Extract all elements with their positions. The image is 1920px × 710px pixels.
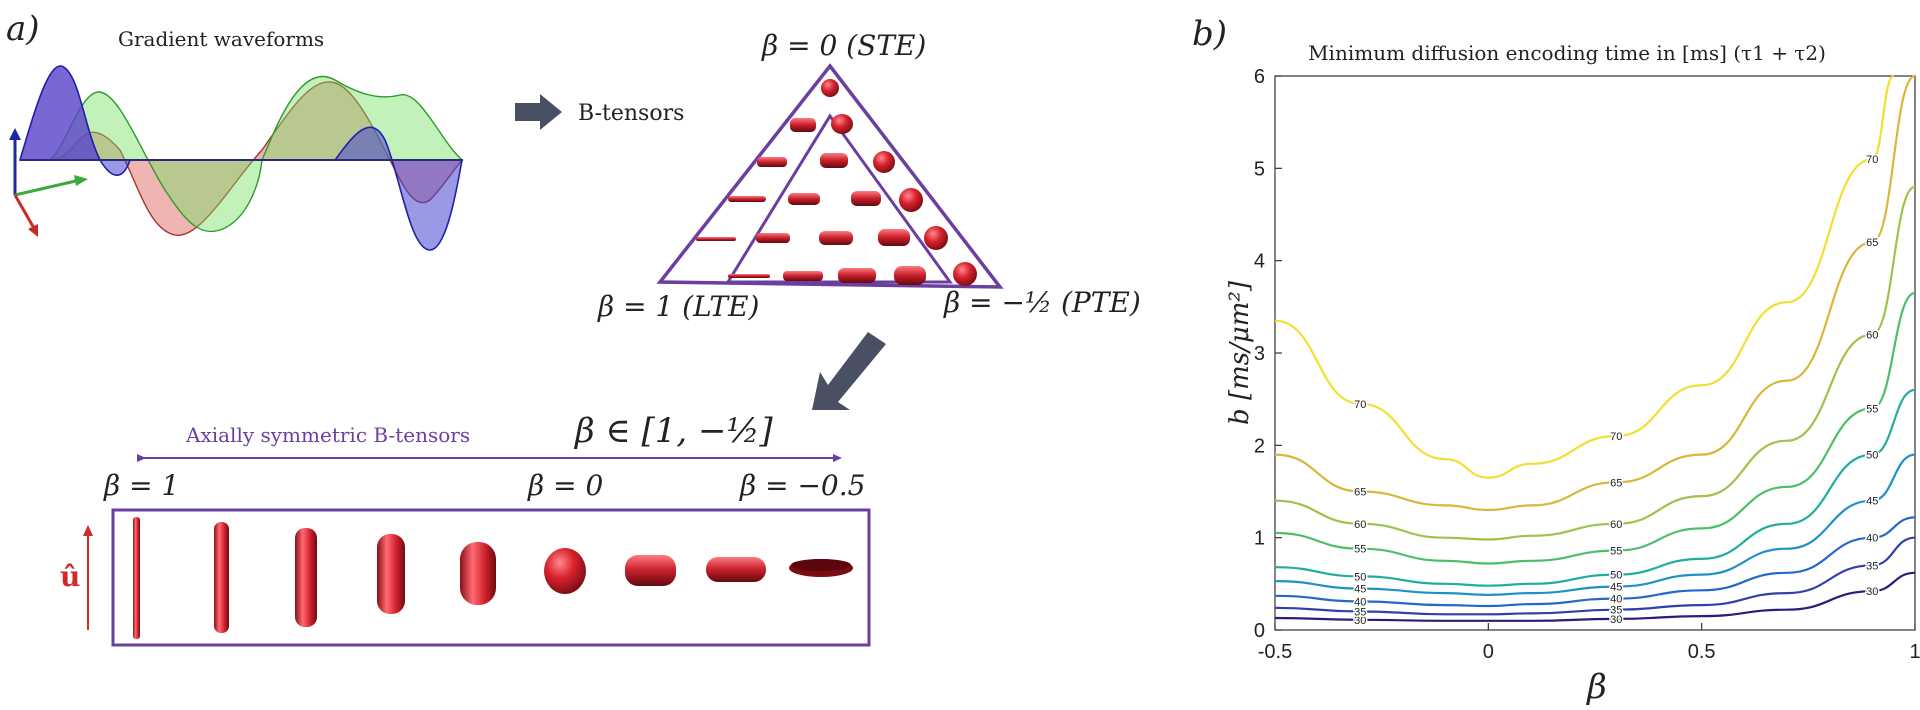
contour-line-65	[1274, 74, 1916, 512]
right-arrow-icon	[515, 94, 562, 130]
contour-label-30: 30	[1354, 615, 1366, 627]
x-axis-label: β	[1585, 667, 1607, 707]
contour-label-30: 30	[1610, 614, 1622, 626]
contour-label-50: 50	[1610, 570, 1622, 582]
contour-line-35	[1274, 536, 1916, 616]
contour-label-35: 35	[1866, 560, 1878, 572]
contour-label-55: 55	[1610, 546, 1622, 558]
y-tick-label: 0	[1254, 620, 1265, 642]
y-tick-label: 2	[1254, 435, 1265, 457]
contour-label-35: 35	[1354, 607, 1366, 619]
contour-label-65: 65	[1354, 487, 1366, 499]
contour-label-35: 35	[1610, 605, 1622, 617]
contour-label-45: 45	[1866, 496, 1878, 508]
y-tick-label: 1	[1254, 528, 1265, 550]
contour-label-30: 30	[1866, 586, 1878, 598]
b-tensors-arrow: B-tensors	[515, 94, 684, 130]
chart-title: Minimum diffusion encoding time in [ms] …	[1308, 41, 1826, 65]
gradient-waveforms: Gradient waveforms	[9, 27, 464, 251]
x-tick-label: 0	[1483, 641, 1494, 663]
panel-a-label: a)	[6, 9, 40, 49]
axisym-title: Axially symmetric B-tensors	[185, 423, 470, 447]
contour-line-45	[1274, 453, 1916, 597]
contour-label-55: 55	[1866, 403, 1878, 415]
contour-line-55	[1274, 291, 1916, 565]
contour-line-40	[1274, 516, 1916, 608]
triangle-outer	[656, 63, 1004, 289]
contour-label-40: 40	[1610, 594, 1622, 606]
contour-line-30	[1274, 571, 1916, 622]
axisym-right-label: β = −0.5	[739, 469, 865, 502]
waveforms-title: Gradient waveforms	[118, 27, 324, 51]
x-tick-label: -0.5	[1258, 641, 1292, 663]
y-tick-label: 5	[1254, 158, 1265, 180]
waveform-green	[47, 75, 464, 233]
contour-label-70: 70	[1354, 399, 1366, 411]
contour-line-50	[1274, 388, 1916, 587]
contour-label-45: 45	[1354, 584, 1366, 596]
contour-label-70: 70	[1610, 431, 1622, 443]
triangle-inner	[725, 113, 953, 284]
y-axis-label: b [ms/μm²]	[1225, 280, 1255, 425]
panel-b: b) Minimum diffusion encoding time in [m…	[1192, 14, 1920, 707]
panel-b-label: b)	[1192, 14, 1227, 54]
u-axis-label: û	[60, 560, 80, 593]
contour-label-65: 65	[1866, 237, 1878, 249]
tensor-triangle: β = 0 (STE)	[597, 29, 1141, 323]
waveform-blue-lobe	[19, 65, 102, 161]
triangle-top-label: β = 0 (STE)	[761, 29, 926, 62]
contour-line-60	[1274, 185, 1916, 541]
plot-frame	[1274, 75, 1916, 631]
axisym-range-label: β ∈ [1, −½]	[573, 411, 773, 451]
axisym-section: β ∈ [1, −½] Axially symmetric B-tensors …	[60, 411, 871, 647]
axisym-mid-label: β = 0	[527, 469, 603, 502]
contour-label-70: 70	[1866, 154, 1878, 166]
contour-label-60: 60	[1866, 330, 1878, 342]
y-tick-label: 6	[1254, 66, 1265, 88]
x-tick-label: 0.5	[1688, 641, 1716, 663]
contour-label-55: 55	[1354, 544, 1366, 556]
axisym-frame	[111, 508, 871, 647]
axes-triad-icon	[9, 128, 88, 237]
contour-label-60: 60	[1610, 519, 1622, 531]
contour-line-70	[1274, 74, 1895, 479]
contour-label-50: 50	[1354, 571, 1366, 583]
panel-a: a) Gradient waveforms B-tensors	[6, 9, 1141, 647]
triangle-tensors	[696, 79, 977, 286]
down-left-arrow-icon	[812, 332, 886, 410]
contour-label-65: 65	[1610, 477, 1622, 489]
contour-label-40: 40	[1354, 596, 1366, 608]
y-tick-label: 3	[1254, 343, 1265, 365]
y-tick-label: 4	[1254, 251, 1265, 273]
contour-lines	[1274, 74, 1916, 622]
triangle-left-label: β = 1 (LTE)	[597, 290, 759, 323]
contour-label-60: 60	[1354, 519, 1366, 531]
axisym-left-label: β = 1	[103, 469, 179, 502]
triangle-right-label: β = −½ (PTE)	[943, 286, 1141, 319]
contour-label-40: 40	[1866, 533, 1878, 545]
b-tensors-text: B-tensors	[578, 101, 684, 126]
x-tick-label: 1	[1909, 641, 1920, 663]
contour-label-45: 45	[1610, 582, 1622, 594]
contour-label-50: 50	[1866, 450, 1878, 462]
axisym-tensors	[133, 517, 853, 639]
